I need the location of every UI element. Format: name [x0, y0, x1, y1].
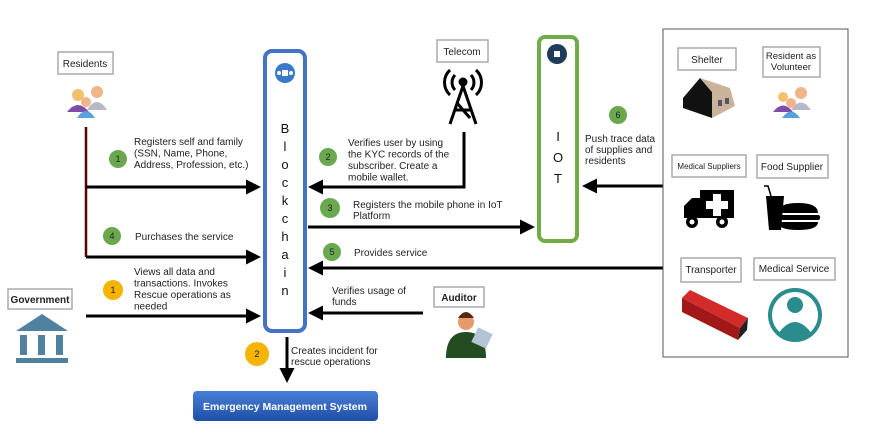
svg-text:Registers self and family(SSN,: Registers self and family(SSN, Name, Pho…: [134, 137, 249, 171]
svg-text:1: 1: [115, 154, 120, 164]
auditor-person-icon: [446, 312, 493, 358]
svg-text:1: 1: [110, 285, 115, 295]
svg-text:Purchases the service: Purchases the service: [135, 232, 234, 243]
residents-actor: Residents: [57, 51, 114, 118]
step-badge: [103, 280, 123, 300]
residents-label: Residents: [63, 59, 107, 70]
step-purchase: 4 Purchases the service: [103, 227, 234, 245]
government-building-icon: [16, 314, 68, 363]
svg-text:Provides service: Provides service: [354, 248, 428, 259]
vertical-letter: B: [281, 121, 290, 136]
vertical-letter: h: [281, 229, 288, 244]
vertical-letter: O: [553, 150, 563, 165]
people-icon: [67, 86, 107, 118]
step-badge: [319, 148, 337, 166]
step-badge: [245, 342, 269, 366]
step-badge: [323, 243, 341, 261]
svg-text:2: 2: [325, 152, 330, 162]
food-drink-burger-icon: [764, 185, 820, 230]
medical-service-label: Medical Service: [759, 264, 830, 275]
svg-text:3: 3: [327, 203, 332, 213]
shelter-label: Shelter: [691, 55, 723, 66]
vertical-letter: o: [281, 157, 288, 172]
doctor-icon: [768, 288, 822, 342]
step-badge: [109, 150, 127, 168]
svg-text:6: 6: [615, 110, 620, 120]
vertical-letter: a: [281, 247, 289, 262]
food-supplier-label: Food Supplier: [761, 162, 824, 173]
svg-text:5: 5: [329, 247, 334, 257]
vertical-letter: c: [282, 175, 289, 190]
cell-tower-icon: [443, 68, 483, 125]
step-badge: [103, 227, 121, 245]
auditor-actor: Auditor: [433, 286, 493, 358]
vertical-letter: I: [556, 129, 560, 144]
vertical-letter: l: [284, 139, 287, 154]
emergency-management-system-button[interactable]: Emergency Management System: [193, 391, 378, 421]
auditor-label: Auditor: [441, 293, 477, 304]
svg-text:Registers the mobile phone in: Registers the mobile phone in IoTPlatfor…: [353, 200, 503, 222]
ems-label: Emergency Management System: [203, 401, 367, 413]
bus-icon: [682, 290, 748, 340]
vertical-letter: k: [282, 193, 289, 208]
telecom-actor: Telecom: [436, 39, 489, 125]
volunteer-people-icon: [773, 87, 811, 118]
medical-suppliers-label: Medical Suppliers: [677, 162, 740, 171]
iot-platform: IOT: [537, 35, 579, 243]
step-register: 1 Registers self and family(SSN, Name, P…: [109, 137, 249, 171]
step-provides-service: 5 Provides service: [323, 243, 428, 261]
step-badge: [609, 106, 627, 124]
chip-icon: [547, 44, 567, 64]
ambulance-truck-icon: [684, 190, 734, 228]
vertical-letter: i: [284, 265, 287, 280]
vertical-letter: T: [554, 171, 562, 186]
arrow-telecom-verify: [308, 132, 466, 195]
government-actor: Government: [7, 288, 73, 363]
shelter-house-icon: [683, 78, 735, 118]
vertical-letter: n: [281, 283, 288, 298]
vertical-letter: c: [282, 211, 289, 226]
telecom-label: Telecom: [443, 47, 480, 58]
svg-text:4: 4: [109, 231, 114, 241]
svg-text:2: 2: [254, 349, 259, 359]
blockchain-network-icon: [275, 63, 295, 83]
government-label: Government: [11, 295, 71, 306]
transporter-label: Transporter: [685, 265, 737, 276]
step-badge: [320, 198, 340, 218]
